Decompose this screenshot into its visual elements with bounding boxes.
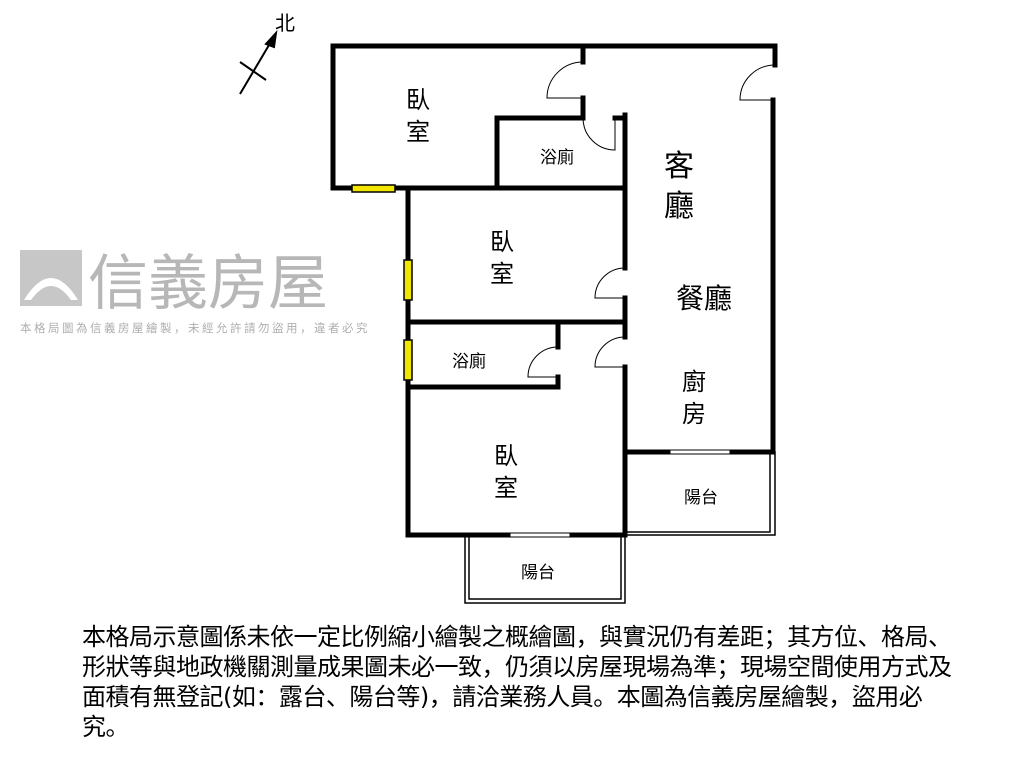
watermark-brand: 信義房屋 [88, 249, 328, 319]
north-label: 北 [275, 11, 295, 35]
room-living-2: 廳 [664, 189, 694, 224]
sliding-doors [508, 449, 732, 538]
room-labels: 臥 室 浴廁 客 廳 餐廳 臥 室 浴廁 廚 房 臥 室 陽台 陽台 [406, 86, 732, 583]
door-swings [527, 61, 776, 378]
room-dining: 餐廳 [676, 282, 732, 315]
room-balcony-right: 陽台 [684, 488, 718, 508]
room-bedroom-bottom-2: 室 [494, 474, 518, 502]
room-bedroom-mid-2: 室 [490, 260, 514, 288]
watermark-notice: 本格局圖為信義房屋繪製，未經允許請勿盜用，違者必究 [20, 321, 370, 335]
walls [330, 43, 778, 538]
disclaimer-text: 本格局示意圖係未依一定比例縮小繪製之概繪圖，與實況仍有差距；其方位、格局、形狀等… [82, 623, 952, 741]
north-arrow-icon [239, 29, 278, 95]
room-bath-mid: 浴廁 [452, 351, 486, 372]
watermark-logo-icon [20, 250, 82, 306]
room-bedroom-bottom: 臥 [494, 442, 518, 470]
room-bedroom-top-2: 室 [406, 118, 430, 146]
room-bedroom-top: 臥 [406, 86, 430, 114]
room-balcony-bottom: 陽台 [521, 563, 555, 583]
room-kitchen: 廚 [682, 368, 706, 396]
room-living: 客 [664, 149, 694, 184]
windows [351, 184, 413, 381]
room-bath-top: 浴廁 [540, 147, 574, 168]
room-bedroom-mid: 臥 [490, 228, 514, 256]
room-kitchen-2: 房 [682, 400, 706, 428]
